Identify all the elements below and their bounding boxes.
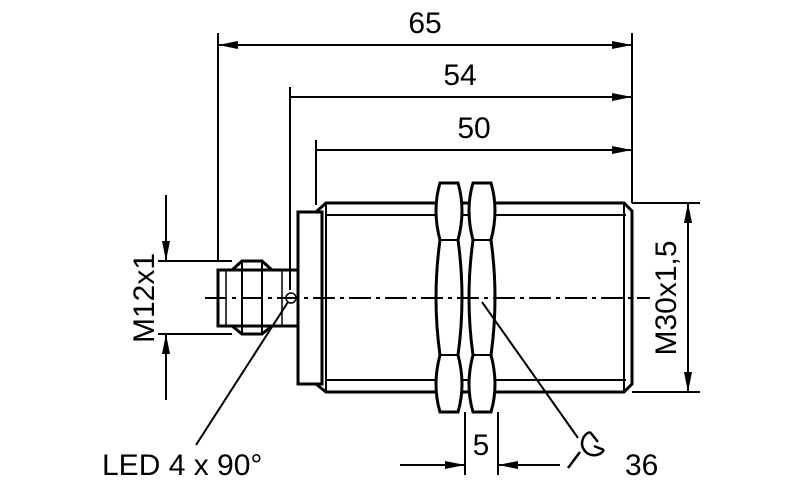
dimension-lines xyxy=(162,41,692,469)
led-note: LED 4 x 90° xyxy=(102,449,262,482)
dim-5: 5 xyxy=(473,429,490,462)
dim-m30: M30x1,5 xyxy=(650,240,683,355)
dim-m12: M12x1 xyxy=(128,253,161,343)
extension-lines xyxy=(158,33,700,475)
dim-65: 65 xyxy=(408,7,441,40)
dim-50: 50 xyxy=(457,112,490,145)
dim-54: 54 xyxy=(443,59,476,92)
wrench-leader xyxy=(481,301,579,439)
dim-wrench-36: 36 xyxy=(625,449,658,482)
led-leader xyxy=(195,301,289,446)
wrench-icon xyxy=(567,430,606,469)
